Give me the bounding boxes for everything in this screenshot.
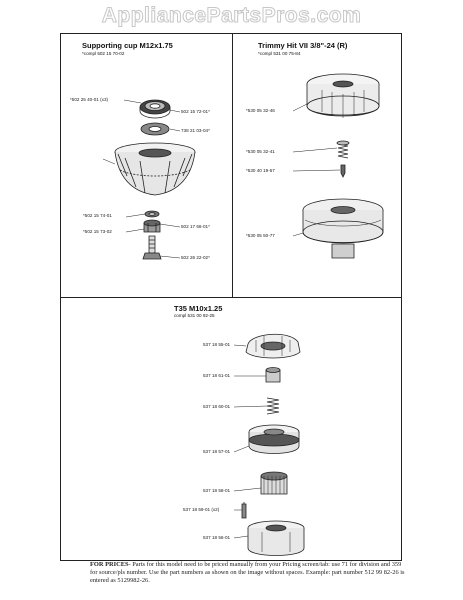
part-label: 502 26 22-02* <box>181 255 210 260</box>
part-label: *530 05 32-41 <box>246 149 275 154</box>
trimmy-spool-part <box>302 198 384 259</box>
t35-pins-part <box>241 502 247 519</box>
part-label: 537 18 60-01 <box>203 404 231 409</box>
part-label: *530 05 50-77 <box>246 233 275 238</box>
part-label: 502 15 72-01* <box>181 109 210 114</box>
part-label: *502 25 40-01 (x3) <box>70 97 109 102</box>
pricing-note: FOR PRICES- Parts for this model need to… <box>90 561 410 585</box>
part-label: 502 17 66-01* <box>181 224 210 229</box>
t35-spool-part <box>248 424 300 454</box>
watermark: AppliancePartsPros.com <box>101 4 362 28</box>
pricing-note-lead: FOR PRICES <box>90 561 129 568</box>
panel-divider-vertical <box>232 33 233 297</box>
nut-part <box>143 219 161 233</box>
part-label: 738 21 03-04* <box>181 128 210 133</box>
t35-button-part <box>265 367 281 383</box>
t35-title: T35 M10x1.25 <box>174 304 223 313</box>
trimmy-cap-part <box>306 73 380 118</box>
panel-divider-horizontal <box>60 297 402 298</box>
part-label: 537 18 57-01 <box>203 449 231 454</box>
part-label: *530 05 32-46 <box>246 108 275 113</box>
supporting-cup-subtitle: *compl 502 15 70-02 <box>82 51 125 56</box>
trimmy-title: Trimmy Hit VII 3/8"-24 (R) <box>258 41 348 50</box>
supporting-cup-title: Supporting cup M12x1.75 <box>82 41 173 50</box>
part-label: 537 18 61-01 <box>203 373 231 378</box>
washer-part <box>140 122 170 136</box>
part-label: *530 40 19-57 <box>246 168 275 173</box>
t35-cover-part <box>245 333 301 359</box>
pin-part <box>340 164 346 178</box>
t35-spring-part <box>266 397 280 415</box>
part-label: *502 15 74-01 <box>83 213 112 218</box>
t35-subtitle: compl 531 00 92-25 <box>174 313 215 318</box>
supporting-cup-part <box>114 142 196 196</box>
bearing-part <box>139 99 171 119</box>
spring-part <box>336 140 350 159</box>
part-label: 537 18 59-01 (x2) <box>183 507 220 512</box>
part-label: 537 18 58-01 <box>203 488 231 493</box>
t35-housing-part <box>247 520 305 556</box>
trimmy-subtitle: *compl 531 00 75-84 <box>258 51 301 56</box>
pricing-note-text: - Parts for this model need to be priced… <box>90 561 405 584</box>
part-label: 537 18 55-01 <box>203 342 231 347</box>
part-label: 537 18 56-01 <box>203 535 231 540</box>
bolt-part <box>142 235 162 260</box>
t35-hub-part <box>260 471 288 495</box>
part-label: *502 15 73-02 <box>83 229 112 234</box>
